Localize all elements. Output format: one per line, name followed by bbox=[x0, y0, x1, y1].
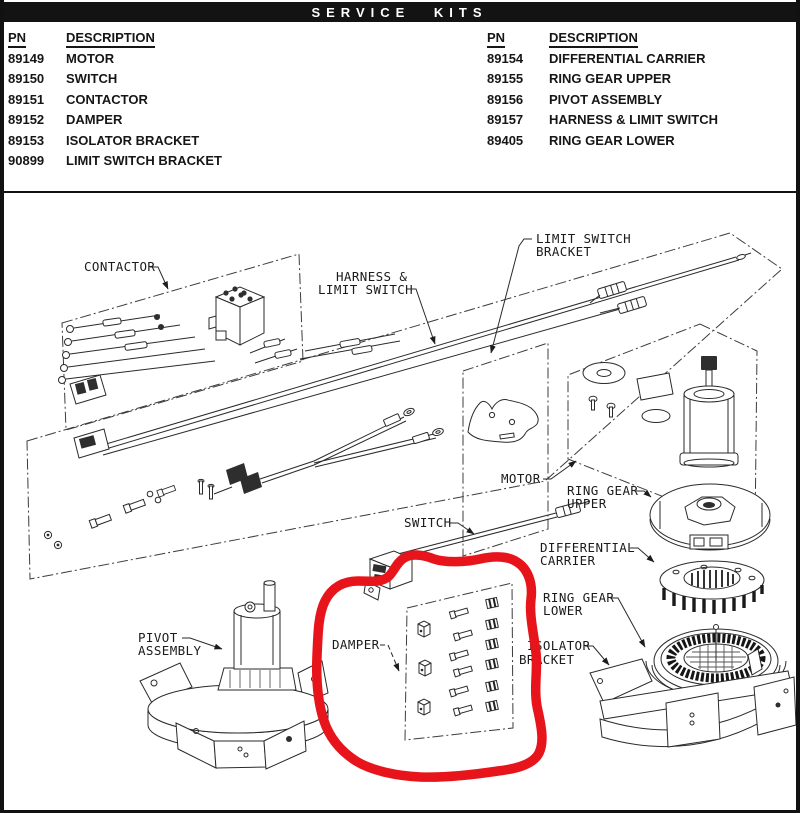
table-header: PN DESCRIPTION bbox=[487, 29, 787, 48]
exploded-parts-diagram: CONTACTOR HARNESS & LIMIT SWITCH LIMIT S… bbox=[26, 231, 797, 782]
part-number: 89155 bbox=[487, 71, 524, 87]
parts-table-left: PN DESCRIPTION 89149 MOTOR 89150 SWITCH 89… bbox=[8, 29, 448, 171]
label-limit-switch-bracket-2: BRACKET bbox=[536, 244, 592, 259]
leader-motor bbox=[543, 460, 577, 480]
label-isolator-bracket-2: BRACKET bbox=[519, 652, 575, 667]
isolator-bracket-part bbox=[589, 648, 797, 748]
col-header-pn: PN bbox=[487, 30, 506, 48]
red-highlight-circle bbox=[312, 550, 547, 782]
leader-limit-switch-bracket bbox=[489, 238, 532, 354]
part-description: RING GEAR LOWER bbox=[549, 132, 675, 148]
part-number: 89405 bbox=[487, 132, 524, 148]
table-header: PN DESCRIPTION bbox=[8, 29, 448, 48]
table-row: 89157 HARNESS & LIMIT SWITCH bbox=[487, 110, 787, 131]
leader-harness-limit-switch bbox=[409, 288, 436, 345]
label-ring-gear-upper-1: RING GEAR bbox=[567, 483, 638, 498]
contactor-kit-box bbox=[61, 253, 304, 431]
table-row: 89405 RING GEAR LOWER bbox=[487, 130, 787, 151]
table-row: 90899 LIMIT SWITCH BRACKET bbox=[8, 151, 448, 172]
fastener-hardware bbox=[43, 478, 215, 550]
table-row: 89151 CONTACTOR bbox=[8, 89, 448, 110]
table-row: 89152 DAMPER bbox=[8, 110, 448, 131]
leader-differential-carrier bbox=[630, 547, 655, 563]
contactor-kit-wires bbox=[58, 314, 298, 405]
part-description: PIVOT ASSEMBLY bbox=[549, 91, 663, 107]
part-number: 89152 bbox=[8, 112, 45, 128]
part-description: HARNESS & LIMIT SWITCH bbox=[549, 112, 718, 128]
part-number: 89157 bbox=[487, 112, 524, 128]
part-number: 89153 bbox=[8, 132, 45, 148]
part-number: 89150 bbox=[8, 71, 45, 87]
label-pivot-assembly-1: PIVOT bbox=[138, 630, 178, 645]
part-number: 89149 bbox=[8, 50, 45, 66]
label-pivot-assembly-2: ASSEMBLY bbox=[138, 643, 201, 658]
section-divider bbox=[0, 191, 800, 193]
leader-damper bbox=[380, 644, 400, 672]
table-row: 89155 RING GEAR UPPER bbox=[487, 69, 787, 90]
part-description: ISOLATOR BRACKET bbox=[66, 132, 200, 148]
leader-ring-gear-lower bbox=[610, 597, 646, 648]
label-ring-gear-upper-2: UPPER bbox=[567, 496, 607, 511]
part-number: 89154 bbox=[487, 50, 524, 66]
leader-isolator-bracket bbox=[585, 645, 610, 666]
table-row: 89150 SWITCH bbox=[8, 69, 448, 90]
part-number: 90899 bbox=[8, 153, 45, 169]
label-harness-limit-switch-2: LIMIT SWITCH bbox=[318, 282, 413, 297]
label-differential-carrier-1: DIFFERENTIAL bbox=[540, 540, 635, 555]
part-description: DIFFERENTIAL CARRIER bbox=[549, 50, 706, 66]
label-limit-switch-bracket-1: LIMIT SWITCH bbox=[536, 231, 631, 246]
part-description: CONTACTOR bbox=[66, 91, 148, 107]
ring-gear-upper-part bbox=[649, 483, 771, 551]
pivot-assembly-part bbox=[139, 580, 329, 770]
label-motor: MOTOR bbox=[501, 471, 541, 486]
table-row: 89149 MOTOR bbox=[8, 48, 448, 69]
label-differential-carrier-2: CARRIER bbox=[540, 553, 596, 568]
leader-pivot-assembly bbox=[182, 637, 223, 650]
harness-cable bbox=[73, 252, 752, 459]
damper-kit-parts bbox=[417, 596, 499, 717]
label-ring-gear-lower-1: RING GEAR bbox=[543, 590, 614, 605]
harness-wires bbox=[299, 333, 401, 360]
damper-kit-box bbox=[404, 582, 514, 741]
leader-switch bbox=[450, 522, 475, 535]
label-damper: DAMPER bbox=[332, 637, 380, 652]
parts-table-right: PN DESCRIPTION 89154 DIFFERENTIAL CARRIER… bbox=[487, 29, 787, 151]
differential-carrier-part bbox=[659, 560, 765, 614]
label-switch: SWITCH bbox=[404, 515, 452, 530]
table-row: 89153 ISOLATOR BRACKET bbox=[8, 130, 448, 151]
label-isolator-bracket-1: ISOLATOR bbox=[527, 638, 590, 653]
limit-switch-harness bbox=[213, 407, 444, 495]
limit-switch-bracket-kit-box bbox=[462, 342, 549, 557]
label-harness-limit-switch-1: HARNESS & bbox=[336, 269, 407, 284]
part-description: RING GEAR UPPER bbox=[549, 71, 672, 87]
table-row: 89156 PIVOT ASSEMBLY bbox=[487, 89, 787, 110]
label-ring-gear-lower-2: LOWER bbox=[543, 603, 583, 618]
leader-contactor bbox=[150, 266, 169, 290]
contactor-part bbox=[208, 286, 266, 346]
part-description: DAMPER bbox=[66, 112, 123, 128]
page-title: SERVICE KITS bbox=[2, 2, 797, 22]
part-description: MOTOR bbox=[66, 50, 115, 66]
part-description: SWITCH bbox=[66, 71, 118, 87]
leader-ring-gear-upper bbox=[636, 489, 652, 498]
col-header-description: DESCRIPTION bbox=[549, 30, 638, 48]
part-number: 89156 bbox=[487, 91, 524, 107]
motor-kit-parts bbox=[582, 356, 739, 468]
part-number: 89151 bbox=[8, 91, 45, 107]
col-header-pn: PN bbox=[8, 30, 27, 48]
limit-switch-bracket-part bbox=[467, 399, 539, 443]
part-description: LIMIT SWITCH BRACKET bbox=[66, 153, 222, 169]
label-contactor: CONTACTOR bbox=[84, 259, 155, 274]
table-row: 89154 DIFFERENTIAL CARRIER bbox=[487, 48, 787, 69]
col-header-description: DESCRIPTION bbox=[66, 30, 155, 48]
